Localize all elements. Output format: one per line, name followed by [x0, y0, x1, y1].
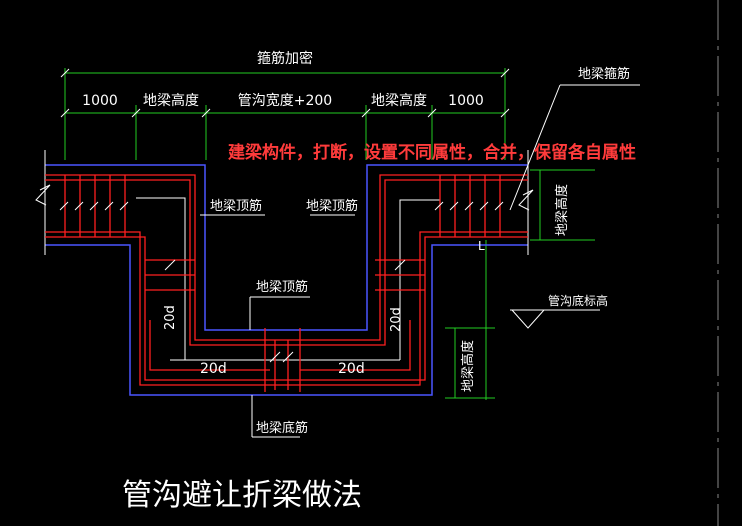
rebar-group [45, 174, 528, 392]
label-right-height: 地梁高度 [554, 184, 570, 236]
note-text: 建梁构件，打断，设置不同属性，合并，保留各自属性 [228, 142, 636, 163]
label-right-height2: 地梁高度 [460, 340, 476, 392]
label-anchor-bl: 20d [163, 305, 178, 330]
dim-seg-4: 地梁高度 [371, 92, 427, 109]
rebar-bottom [45, 231, 528, 386]
leader-lines [200, 84, 640, 438]
label-anchor-br: 20d [389, 307, 404, 332]
label-trench-elev: 管沟底标高 [548, 293, 608, 308]
dim-seg-3: 管沟宽度+200 [238, 92, 332, 109]
concrete-outline-bottom [45, 244, 528, 396]
dim-seg-2: 地梁高度 [143, 92, 199, 109]
label-top-center: 地梁顶筋 [256, 279, 308, 295]
drawing-title: 管沟避让折梁做法 [122, 478, 362, 513]
dim-ticks [60, 68, 510, 118]
label-top-left: 地梁顶筋 [210, 198, 262, 214]
concrete-outline-top [45, 164, 528, 331]
hatch-ticks [59, 201, 504, 363]
dim-top-label: 箍筋加密 [257, 50, 313, 67]
label-anchor-right: 20d [338, 361, 365, 377]
label-bottom: 地梁底筋 [256, 420, 308, 436]
label-anchor-left: 20d [200, 361, 227, 377]
dim-seg-1: 1000 [82, 93, 118, 109]
dim-seg-5: 1000 [448, 93, 484, 109]
label-top-right: 地梁顶筋 [306, 198, 358, 214]
dimension-group [64, 68, 595, 400]
label-stirrup: 地梁箍筋 [578, 66, 630, 82]
label-l: L [478, 239, 485, 253]
